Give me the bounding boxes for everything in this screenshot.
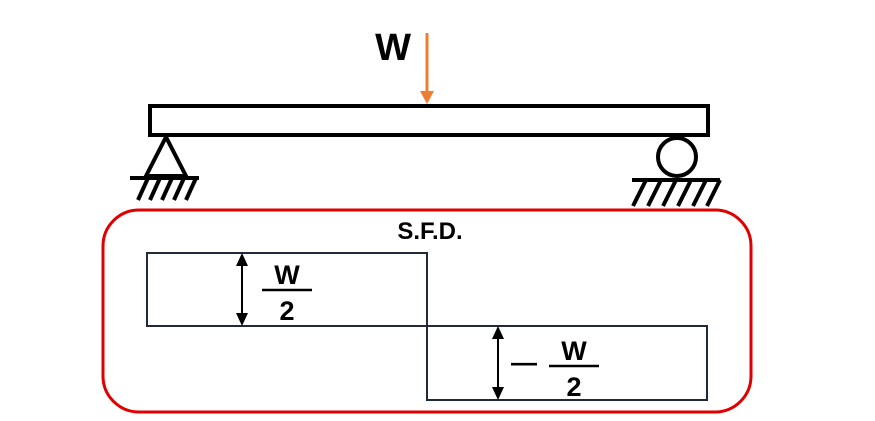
positive-numerator: W bbox=[274, 260, 300, 290]
negative-sign: — bbox=[511, 347, 537, 377]
roller-support-wheel bbox=[656, 136, 698, 178]
pin-support-triangle bbox=[142, 132, 190, 178]
pin-support bbox=[130, 132, 199, 201]
sfd-title: S.F.D. bbox=[397, 218, 462, 245]
sfd-negative-block bbox=[426, 325, 708, 401]
negative-numerator: W bbox=[561, 336, 587, 366]
pin-support-hatching bbox=[136, 177, 198, 201]
negative-value-label: — W 2 bbox=[511, 336, 599, 402]
beam bbox=[148, 104, 710, 137]
load-arrow bbox=[420, 33, 434, 104]
negative-dimension-arrow bbox=[492, 326, 504, 400]
roller-support bbox=[631, 136, 722, 207]
load-arrow-head bbox=[420, 91, 434, 104]
positive-value-label: W 2 bbox=[262, 260, 312, 326]
negative-denominator: 2 bbox=[566, 372, 581, 402]
positive-denominator: 2 bbox=[279, 296, 294, 326]
roller-support-hatching bbox=[631, 179, 722, 207]
positive-dimension-arrow bbox=[236, 253, 248, 326]
sfd-frame bbox=[101, 208, 753, 414]
load-label: W bbox=[375, 27, 411, 69]
